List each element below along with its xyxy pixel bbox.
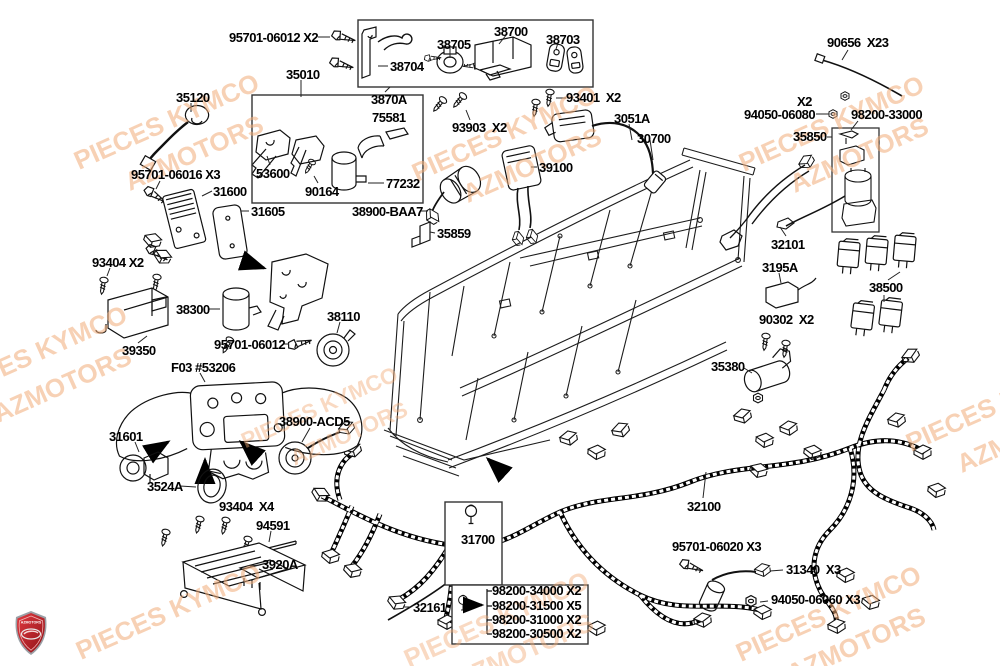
starter-relay-kit-box [776,127,880,233]
fastener-list-box [451,584,589,645]
parts-sketches [95,26,918,616]
immobilizer-kit-box [357,19,594,88]
ignition-switch-kit-box [251,94,424,204]
chassis-frame [383,147,756,477]
azmotors-logo: AZMOTORS [13,610,49,656]
clip-31700-box [444,501,503,586]
logo-text: AZMOTORS [21,621,42,625]
leader-lines [106,33,901,608]
